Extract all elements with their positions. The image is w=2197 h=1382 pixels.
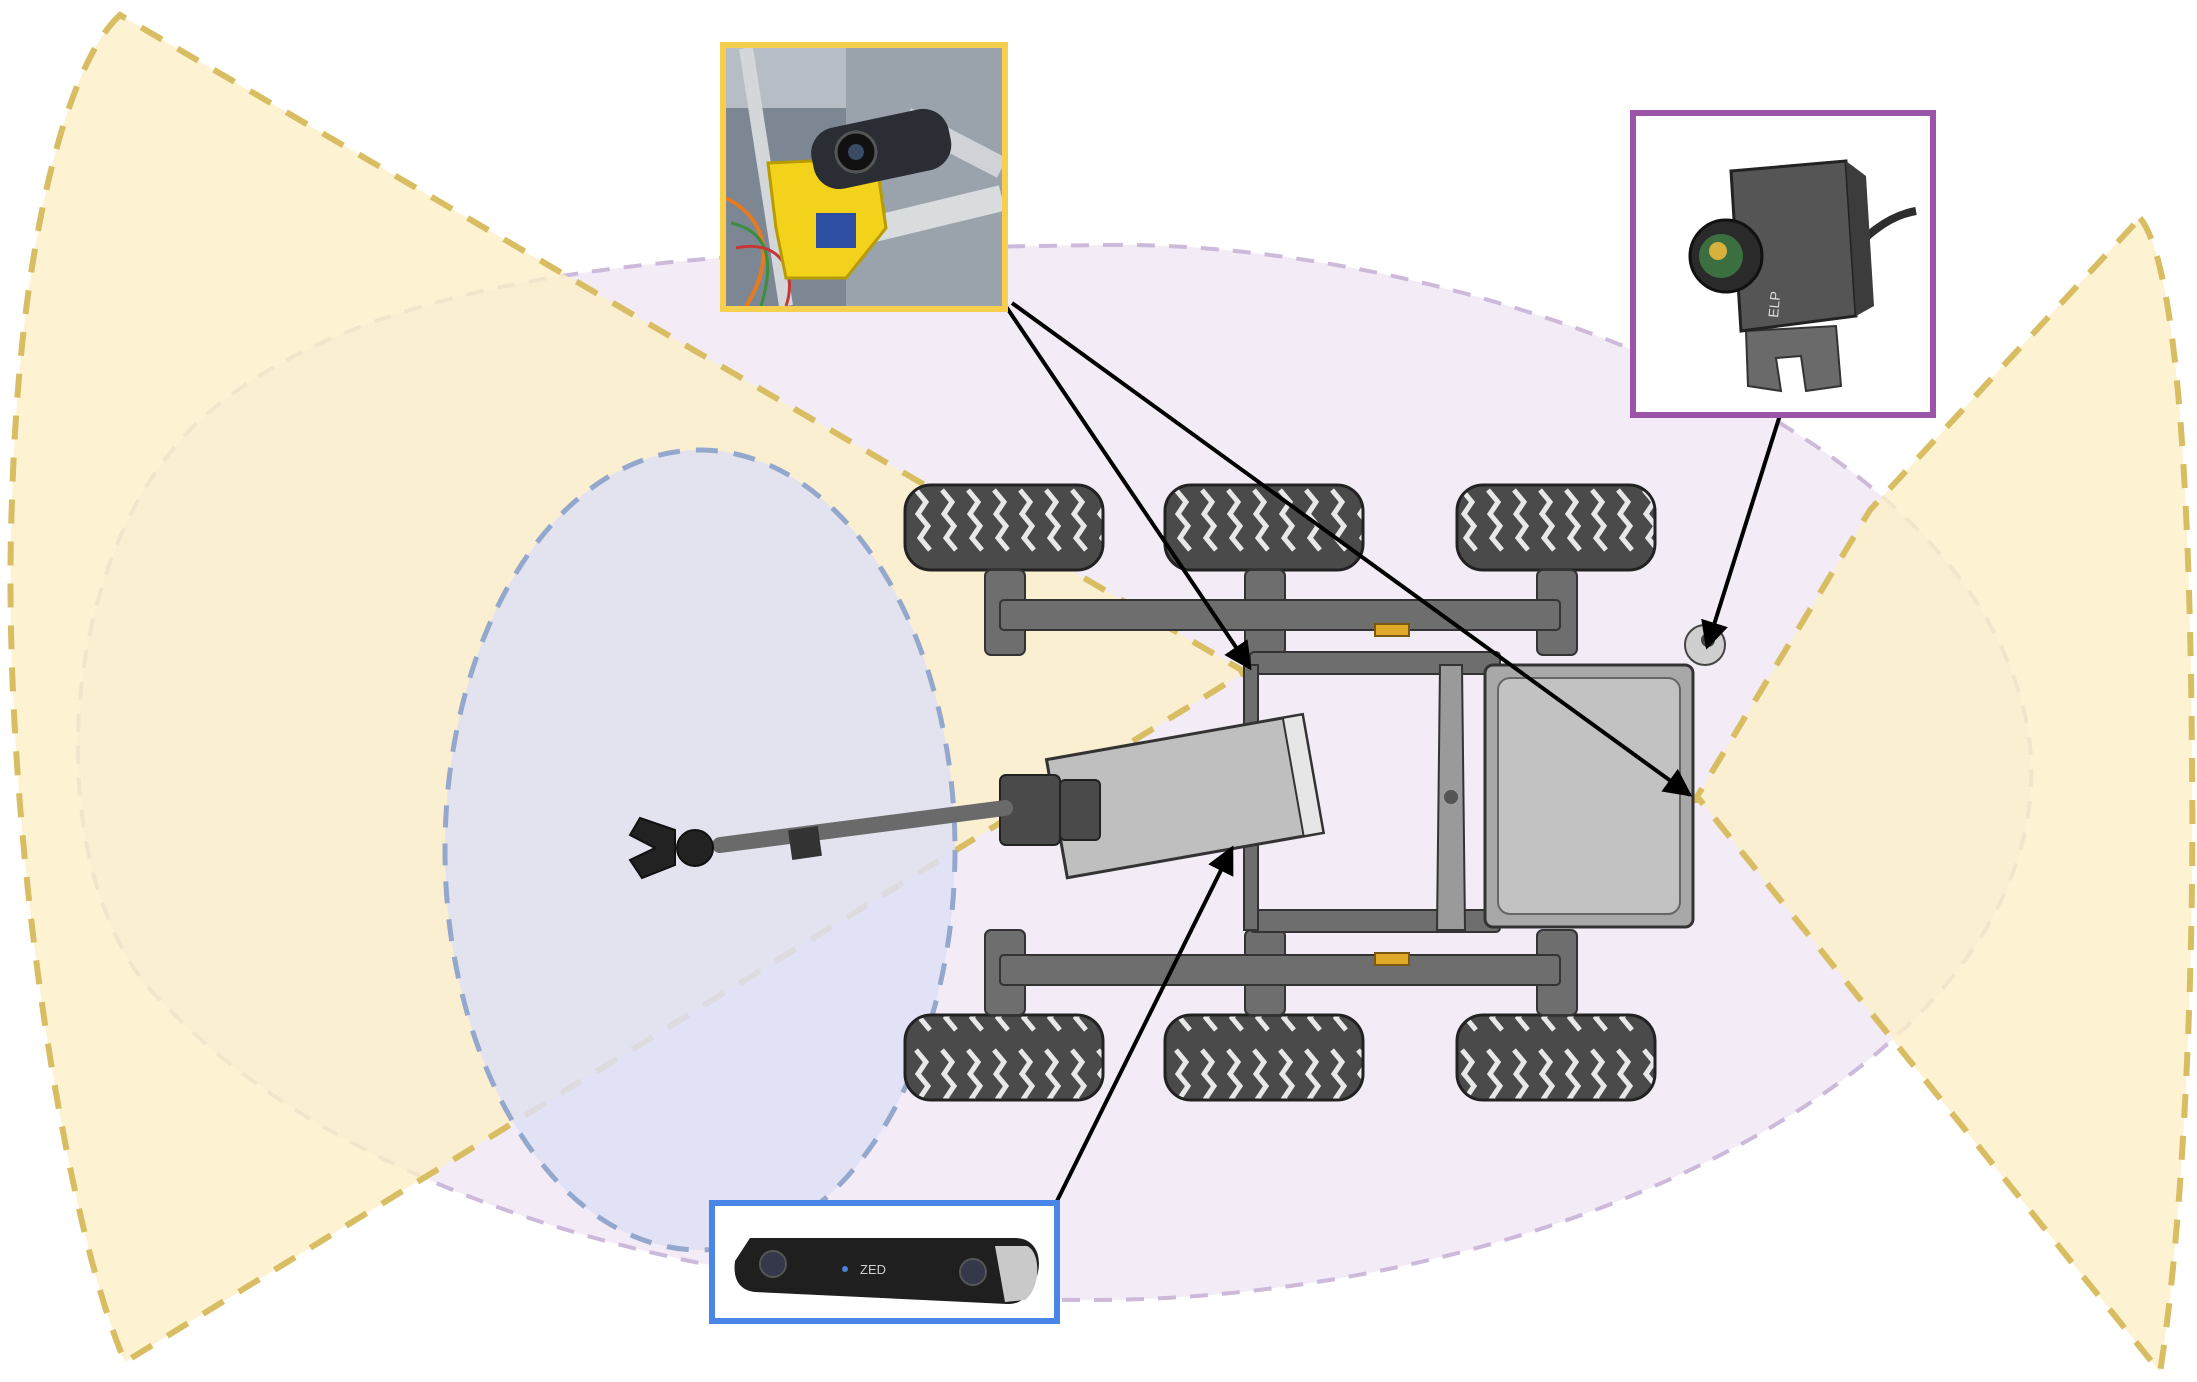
webcam-arrow-rear bbox=[1010, 301, 1693, 797]
zed-stereo-camera-icon: ZED bbox=[715, 1206, 1054, 1318]
zed-camera-arrow bbox=[1053, 845, 1234, 1206]
tire-middle-right bbox=[1163, 1013, 1365, 1102]
webcam-arrow-front bbox=[1003, 303, 1252, 671]
tire-rear-left bbox=[1455, 483, 1657, 572]
zed-camera-callout: ZED bbox=[709, 1200, 1060, 1324]
webcam-callout bbox=[720, 42, 1008, 312]
zed-label: ZED bbox=[860, 1262, 886, 1277]
usb-board-camera-icon: ELP bbox=[1636, 116, 1930, 412]
svg-text:ELP: ELP bbox=[1765, 290, 1783, 318]
webcam-on-yellow-mount-icon bbox=[726, 48, 1002, 306]
tire-front-right bbox=[903, 1013, 1105, 1102]
tire-middle-left bbox=[1163, 483, 1365, 572]
webcam-fov-right bbox=[1689, 213, 2196, 1380]
tire-rear-right bbox=[1455, 1013, 1657, 1102]
tire-front-left bbox=[903, 483, 1105, 572]
usb-camera-callout: ELP bbox=[1630, 110, 1936, 418]
rover bbox=[628, 483, 1726, 1102]
usb-camera-arrow bbox=[1701, 414, 1782, 650]
